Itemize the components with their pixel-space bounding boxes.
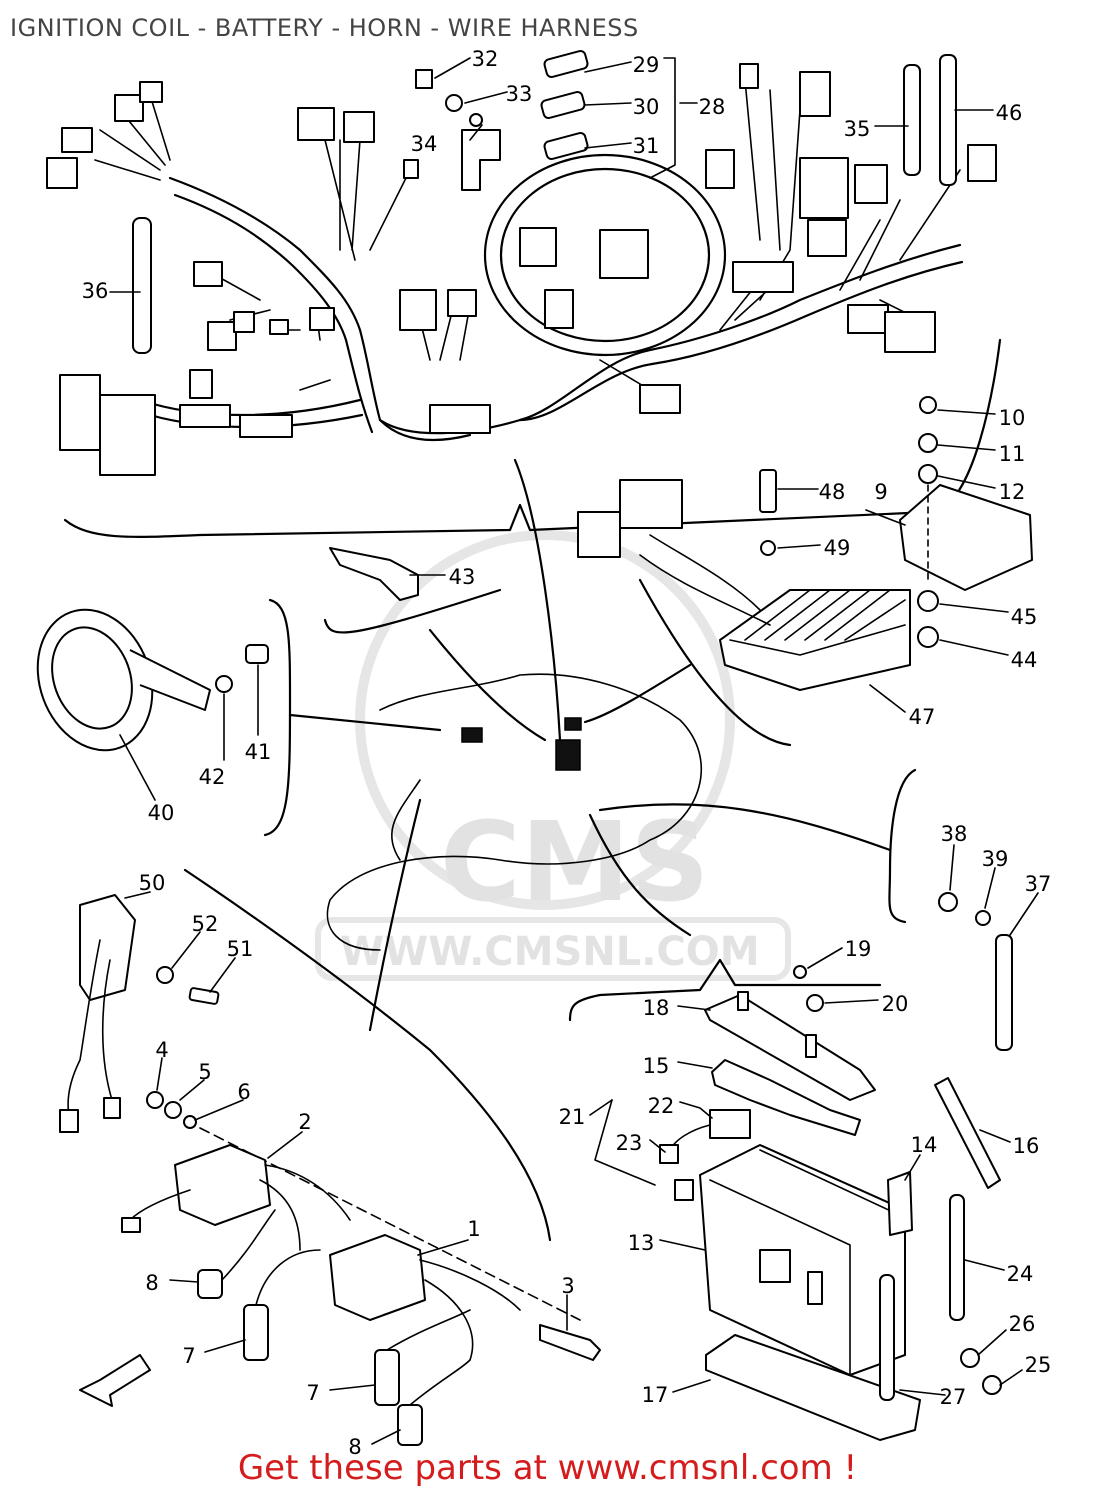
pointer-lines: [288, 458, 892, 1032]
callout-49: 49: [824, 536, 851, 560]
callout-30: 30: [633, 95, 660, 119]
callout-43: 43: [449, 565, 476, 589]
callout-33: 33: [506, 82, 533, 106]
callout-41: 41: [245, 740, 272, 764]
callout-36: 36: [82, 279, 109, 303]
horn-40: [36, 598, 292, 837]
watermark-url: WWW.CMSNL.COM: [340, 929, 760, 975]
part-50: [59, 868, 552, 1242]
callout-10: 10: [999, 406, 1026, 430]
callout-22: 22: [648, 1094, 675, 1118]
callout-44: 44: [1011, 648, 1038, 672]
callout-32: 32: [472, 47, 499, 71]
part-9: [899, 396, 1033, 648]
callout-11: 11: [999, 442, 1026, 466]
callout-7: 7: [182, 1344, 195, 1368]
motorcycle-outline: [326, 673, 703, 951]
callout-31: 31: [633, 134, 660, 158]
parts-37-39: [888, 768, 1013, 1051]
callout-15: 15: [643, 1054, 670, 1078]
callout-50: 50: [139, 871, 166, 895]
callout-40: 40: [148, 801, 175, 825]
callout-7: 7: [306, 1381, 319, 1405]
callout-24: 24: [1007, 1262, 1034, 1286]
callout-29: 29: [633, 53, 660, 77]
callout-8: 8: [348, 1435, 361, 1459]
ignition-coils: [79, 1091, 601, 1446]
callout-8: 8: [145, 1271, 158, 1295]
callout-19: 19: [845, 937, 872, 961]
callout-5: 5: [198, 1060, 211, 1084]
callout-39: 39: [982, 847, 1009, 871]
callout-42: 42: [199, 765, 226, 789]
callout-51: 51: [227, 937, 254, 961]
callout-6: 6: [237, 1080, 250, 1104]
callout-1: 1: [467, 1217, 480, 1241]
callout-48: 48: [819, 480, 846, 504]
callout-20: 20: [882, 992, 909, 1016]
callout-38: 38: [941, 822, 968, 846]
callout-14: 14: [911, 1133, 938, 1157]
callout-4: 4: [155, 1038, 168, 1062]
page-title: IGNITION COIL - BATTERY - HORN - WIRE HA…: [10, 14, 639, 42]
callout-34: 34: [411, 132, 438, 156]
callout-26: 26: [1009, 1312, 1036, 1336]
rectifier-regulator-47: [577, 469, 911, 747]
callout-23: 23: [616, 1131, 643, 1155]
callout-3: 3: [561, 1274, 574, 1298]
callout-12: 12: [999, 480, 1026, 504]
leader-lines: [109, 57, 1039, 1445]
callout-52: 52: [192, 912, 219, 936]
callout-9: 9: [874, 480, 887, 504]
callout-25: 25: [1025, 1353, 1052, 1377]
callout-16: 16: [1013, 1134, 1040, 1158]
callout-13: 13: [628, 1231, 655, 1255]
callout-21: 21: [559, 1105, 586, 1129]
callout-28: 28: [699, 95, 726, 119]
callout-45: 45: [1011, 605, 1038, 629]
footer-link-text[interactable]: Get these parts at www.cmsnl.com !: [237, 1448, 858, 1488]
callout-35: 35: [844, 117, 871, 141]
callout-18: 18: [643, 996, 670, 1020]
battery-assembly: [568, 958, 1002, 1441]
callout-2: 2: [298, 1110, 311, 1134]
watermark: CMS WWW.CMSNL.COM: [315, 530, 791, 981]
callout-17: 17: [642, 1383, 669, 1407]
callout-27: 27: [940, 1385, 967, 1409]
callout-47: 47: [909, 705, 936, 729]
callout-46: 46: [996, 101, 1023, 125]
part-43: [323, 547, 502, 634]
wire-harness: [46, 49, 1002, 538]
callout-37: 37: [1025, 872, 1052, 896]
